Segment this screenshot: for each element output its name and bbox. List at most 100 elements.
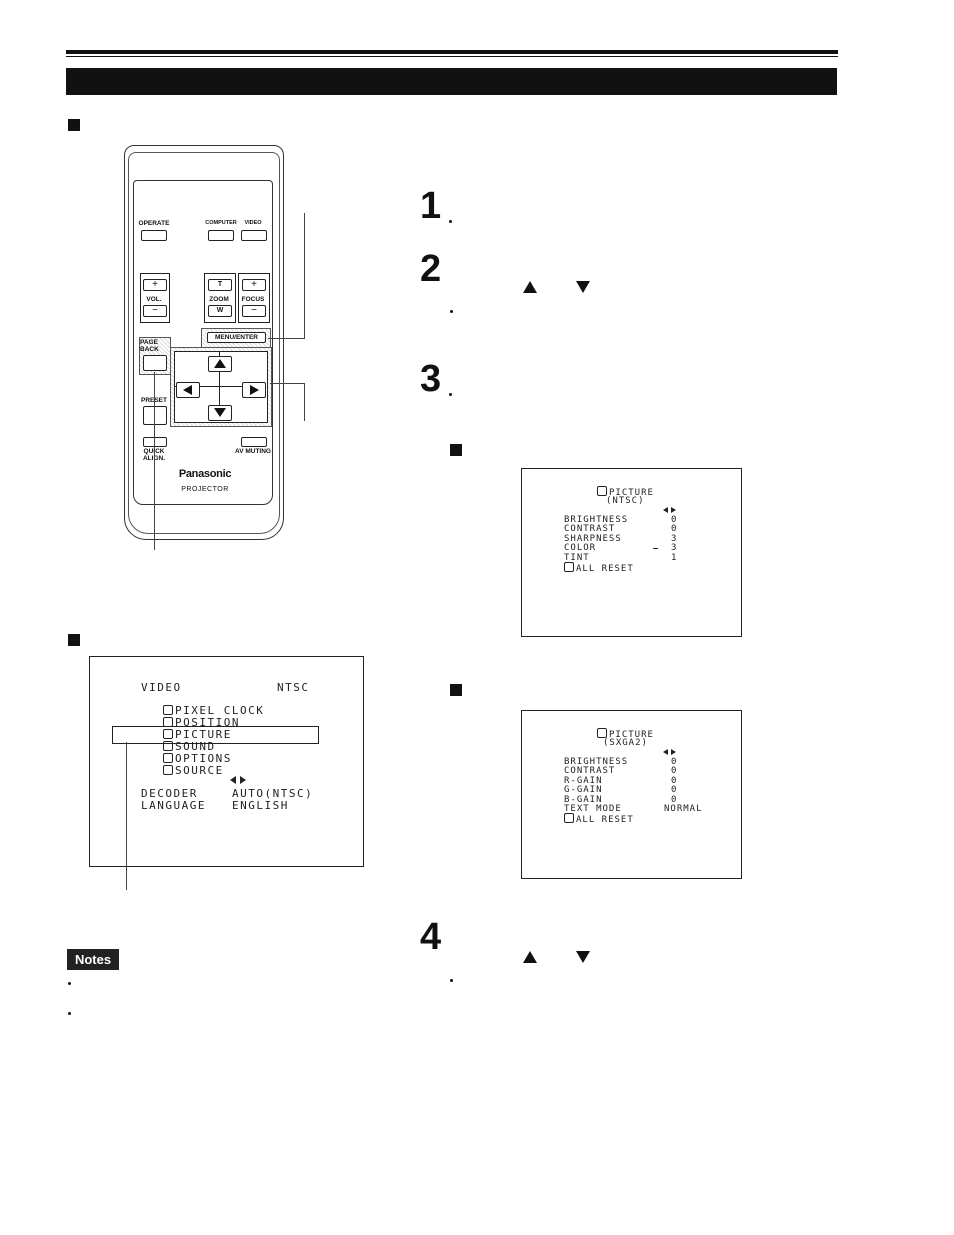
down-arrow-icon [576,951,590,963]
zoom-wide-button[interactable]: W [208,305,232,317]
ntsc-row-label: CONTRAST [564,524,616,534]
up-arrow-icon [523,951,537,963]
ntsc-row-label: COLOR [564,543,597,553]
menu-item-pixel-clock[interactable]: PIXEL CLOCK [163,704,264,717]
page-back-label: PAGE BACK [140,339,159,353]
ntsc-row-value[interactable]: 0 [671,524,678,534]
menu-item-options[interactable]: OPTIONS [163,752,232,765]
note-bullet [68,982,71,985]
menu-selection-highlight [112,726,319,744]
ntsc-row-value[interactable]: 1 [671,553,678,563]
menu-enter-callout [268,338,305,340]
picture-sxga-subtitle: (SXGA2) [603,738,648,748]
sxga-row-value[interactable]: 0 [671,757,678,767]
picture-sxga-title: PICTURE [597,728,654,740]
vol-down-button[interactable]: − [143,305,167,317]
menu-enter-button[interactable]: MENU/ENTER [207,332,266,343]
ntsc-row-label: TINT [564,553,590,563]
sxga-row-label: G-GAIN [564,785,603,795]
menu-item-icon [163,753,173,763]
sxga-row-value[interactable]: 0 [671,785,678,795]
sxga-row-value[interactable]: 0 [671,776,678,786]
menu-item-icon [163,729,173,739]
menu-enter-callout [304,213,306,339]
arrow-left-icon [183,385,192,395]
header-rule [66,50,838,54]
cursor-left-button[interactable] [176,382,200,398]
focus-down-button[interactable]: − [242,305,266,317]
sxga-row-value[interactable]: 0 [671,795,678,805]
down-arrow-icon [576,281,590,293]
zoom-group [204,273,236,323]
brand-logo: Panasonic [178,468,232,480]
section-marker-square [450,684,462,696]
decoder-value[interactable]: AUTO(NTSC) [232,787,314,800]
picture-sxga-screen [521,710,742,879]
menu-item-sound[interactable]: SOUND [163,740,216,753]
remote-control [124,145,284,540]
ntsc-row-value[interactable]: 0 [671,515,678,525]
ntsc-row-value[interactable]: 3 [671,534,678,544]
vol-label: VOL. [146,296,162,303]
title-bar [66,68,837,95]
cursor-right-button[interactable] [242,382,266,398]
av-muting-label: AV MUTING [235,448,271,455]
left-arrow-icon [663,507,668,513]
picture-icon [597,728,607,738]
operate-button[interactable] [141,230,167,241]
sxga-row-label: R-GAIN [564,776,603,786]
focus-label: FOCUS [241,296,265,303]
main-menu-screen [89,656,364,867]
step-dot [449,393,452,396]
menu-item-source[interactable]: SOURCE [163,764,224,777]
note-bullet [68,1012,71,1015]
step-dot [449,220,452,223]
language-value[interactable]: ENGLISH [232,799,289,812]
menu-item-icon [163,765,173,775]
cursor-up-button[interactable] [208,356,232,372]
vol-up-button[interactable]: + [143,279,167,291]
left-arrow-icon [230,776,236,784]
picture-ntsc-screen [521,468,742,637]
sxga-row-label: TEXT MODE [564,804,622,814]
up-arrow-icon [523,281,537,293]
zoom-tele-button[interactable]: T [208,279,232,291]
sxga-row-value[interactable]: NORMAL [664,804,703,814]
menu-item-picture[interactable]: PICTURE [163,728,232,741]
sxga-row-label: BRIGHTNESS [564,757,629,767]
step-bullet [450,979,453,982]
decoder-label: DECODER [141,787,198,800]
sxga-row-value[interactable]: 0 [671,766,678,776]
computer-button[interactable] [208,230,234,241]
ntsc-row-label: BRIGHTNESS [564,515,629,525]
ntsc-all-reset[interactable]: ALL RESET [564,562,634,574]
page-back-button[interactable] [143,355,167,371]
cursor-down-button[interactable] [208,405,232,421]
cursor-pad-divider [174,386,266,387]
remote-control-edge [128,152,280,534]
cursor-pad-divider [219,351,220,421]
step-number: 1 [420,185,442,227]
remote-control-panel [133,180,273,505]
page-back-callout [154,372,156,550]
right-arrow-icon [240,776,246,784]
section-marker-square [450,444,462,456]
reset-icon [564,562,574,572]
section-marker-square [68,119,80,131]
focus-up-button[interactable]: + [242,279,266,291]
cursor-pad-callout [304,383,306,421]
video-button[interactable] [241,230,267,241]
language-label: LANGUAGE [141,799,206,812]
computer-label: COMPUTER [205,220,237,226]
video-label: VIDEO [244,220,262,226]
av-muting-button[interactable] [241,437,267,447]
menu-source: VIDEO [141,681,182,694]
step-number: 3 [420,358,442,400]
header-rule-thin [66,56,838,57]
minus-sign [653,548,658,549]
picture-ntsc-title: PICTURE [597,486,654,498]
ntsc-row-value[interactable]: 3 [671,543,678,553]
arrow-up-icon [214,359,226,368]
sxga-all-reset[interactable]: ALL RESET [564,813,634,825]
step-bullet [450,310,453,313]
